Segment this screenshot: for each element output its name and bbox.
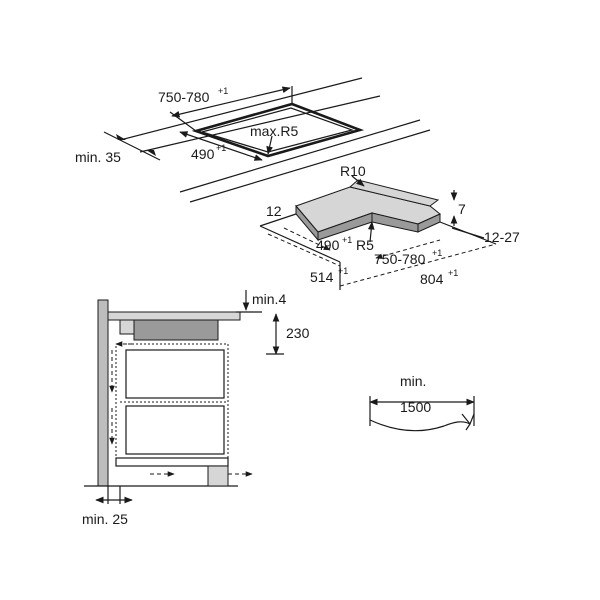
- duct-outer-width-tol: +1: [448, 268, 458, 278]
- cutout-width-tol: +1: [218, 86, 228, 96]
- duct-width-label: 750-780: [374, 251, 426, 267]
- cutout-radius-label: max.R5: [250, 123, 298, 139]
- worktop-front-lower-edge: [189, 129, 431, 203]
- wall: [97, 299, 109, 487]
- duct-height-label: 7: [458, 201, 466, 217]
- front-gap-arrow-1: [116, 134, 126, 140]
- radius-pointer: [266, 135, 273, 155]
- worktop-cutout-view: 750-780 +1 490 +1 max.R5 min. 35: [75, 77, 431, 203]
- duct-outer-depth-tol: +1: [338, 266, 348, 276]
- worktop-section: [107, 311, 241, 321]
- duct-r5-label: R5: [356, 237, 374, 253]
- height-label: 230: [286, 325, 310, 341]
- cutout-width-ext-left: [169, 111, 197, 132]
- cable-label-top: min.: [400, 373, 426, 389]
- hob-fan: [119, 319, 135, 335]
- cutout-width-label: 750-780: [158, 89, 210, 105]
- hob-unit: [133, 319, 219, 341]
- cabinet-frame: [115, 343, 229, 459]
- drawer-lower: [125, 405, 225, 455]
- drawer-upper: [125, 349, 225, 399]
- cutout-depth-label: 490: [191, 146, 215, 162]
- front-gap-dim: [103, 131, 161, 161]
- duct-3d-view: R10 7 12 490 +1 R5 750-780 +1 514 +1 804…: [259, 163, 520, 290]
- cable-wire-ends: [461, 413, 475, 431]
- plinth-top: [115, 457, 229, 467]
- wall-gap-label: min. 25: [82, 511, 128, 527]
- duct-back-rise: [348, 179, 440, 207]
- duct-outer-width-label: 804: [420, 271, 444, 287]
- duct-r5-pointer: [367, 221, 375, 243]
- duct-depth-dim: [283, 227, 331, 251]
- plinth-front: [207, 465, 229, 487]
- duct-depth-label: 490: [316, 237, 340, 253]
- cabinet-section-view: min.4 230 min. 25: [82, 290, 310, 527]
- duct-front-label: 12: [266, 203, 282, 219]
- cutout-depth-dim: [179, 131, 263, 161]
- duct-left-depth-line: [259, 225, 341, 263]
- worktop-thickness-pointer: [451, 227, 485, 239]
- front-gap-label: min. 35: [75, 149, 121, 165]
- cable-label-bottom: 1500: [400, 399, 431, 415]
- duct-front-dim-ext: [259, 213, 297, 227]
- front-gap-arrow-2: [146, 150, 156, 156]
- duct-r10-pointer: [351, 175, 365, 187]
- worktop-front-edge: [179, 119, 421, 193]
- duct-outer-depth-dim: [267, 233, 341, 267]
- duct-outer-depth-label: 514: [310, 269, 334, 285]
- duct-width-tol: +1: [432, 248, 442, 258]
- cutout-depth-tol: +1: [216, 143, 226, 153]
- duct-outer-width-dim: [339, 243, 497, 287]
- top-gap-label: min.4: [252, 291, 286, 307]
- duct-depth-tol: +1: [342, 235, 352, 245]
- duct-r10-label: R10: [340, 163, 366, 179]
- cable: [369, 419, 471, 432]
- cable-length-view: min. 1500: [369, 373, 475, 432]
- worktop-thickness-label: 12-27: [484, 229, 520, 245]
- cutout-width-dim: [171, 86, 291, 118]
